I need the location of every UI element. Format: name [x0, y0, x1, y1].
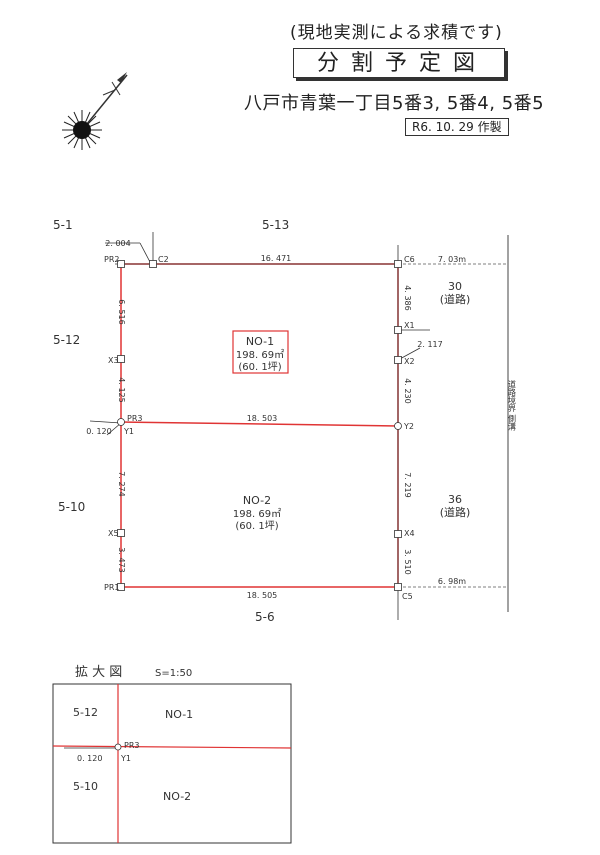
- enlarged-upper-right: NO-1: [165, 708, 193, 721]
- north-arrow-icon: [62, 72, 128, 150]
- enlarged-title: 拡 大 図: [75, 665, 122, 680]
- header-subtitle: (現地実測による求積です): [290, 23, 503, 43]
- enlarged-pr3-marker: [114, 743, 122, 751]
- dim-left-mid: 4. 125: [117, 377, 126, 402]
- enlarged-y1: Y1: [120, 754, 131, 763]
- lot-no1-box: [232, 330, 289, 374]
- lot-no1-tsubo: (60. 1坪): [238, 360, 281, 373]
- point-c2: C2: [158, 255, 169, 264]
- point-x3: X3: [108, 356, 119, 365]
- c6-marker: [394, 260, 402, 268]
- c2-marker: [149, 260, 157, 268]
- pr3-leader-line: [89, 420, 122, 424]
- enlarged-lower-right: NO-2: [163, 790, 191, 803]
- lot-no1-name: NO-1: [246, 335, 274, 348]
- drawing-title: 分割予定図: [293, 48, 505, 78]
- dim-road-bottom: 6. 98m: [438, 577, 466, 586]
- neighbor-west-upper: 5-12: [53, 333, 80, 347]
- neighbor-east-lower-type: (道路): [440, 505, 471, 519]
- x5-marker: [117, 529, 125, 537]
- point-x2: X2: [404, 357, 415, 366]
- enlarged-scale: S=1:50: [155, 668, 192, 679]
- dim-middle: 18. 503: [247, 414, 278, 423]
- date-label: R6. 10. 29 作製: [405, 118, 509, 136]
- dim-right-mid: 4. 230: [403, 378, 412, 403]
- neighbor-north: 5-13: [262, 218, 289, 232]
- dim-right-lower: 7. 219: [403, 472, 412, 497]
- enlarged-view: 拡 大 図 S=1:50 5-12 NO-1 5-10 NO-2 PR3 Y1 …: [52, 665, 292, 844]
- point-c6: C6: [404, 255, 415, 264]
- dim-0120: 0. 120: [86, 427, 111, 436]
- road-note: 道路境界 側溝: [508, 379, 517, 432]
- neighbor-nw: 5-1: [53, 218, 73, 232]
- enlarged-pr3: PR3: [124, 741, 139, 750]
- enlarged-frame: [52, 683, 292, 844]
- point-pr1: PR1: [104, 583, 119, 592]
- point-pr3: PR3: [127, 414, 142, 423]
- x3-marker: [117, 355, 125, 363]
- point-x1: X1: [404, 321, 415, 330]
- dim-bottom: 18. 505: [247, 591, 278, 600]
- lot-boundaries: [120, 263, 399, 588]
- neighbor-east-upper-type: (道路): [440, 292, 471, 306]
- x2-marker: [394, 356, 402, 364]
- dim-top: 16. 471: [261, 254, 292, 263]
- point-x4: X4: [404, 529, 415, 538]
- dim-right-top: 4. 386: [403, 285, 412, 310]
- x4-marker: [394, 530, 402, 538]
- lot-no2-area: 198. 69㎡: [233, 508, 281, 520]
- neighbor-south: 5-6: [255, 610, 275, 624]
- y2-marker: [394, 422, 402, 430]
- point-y1: Y1: [123, 427, 134, 436]
- neighbor-west-lower: 5-10: [58, 500, 85, 514]
- enlarged-boundary-h: [52, 745, 292, 749]
- c5-marker: [394, 583, 402, 591]
- dim-right-bottom: 3. 510: [403, 549, 412, 574]
- lot-no1-area: 198. 69㎡: [236, 349, 284, 361]
- dim-left-bottom: 3. 473: [117, 547, 126, 572]
- enlarged-d0120: 0. 120: [77, 754, 102, 763]
- dim-2004: 2. 004: [105, 239, 130, 248]
- d2004-leader-diag: [139, 242, 151, 263]
- enlarged-lower-left: 5-10: [73, 780, 98, 793]
- pr1-marker: [117, 583, 125, 591]
- dim-left-upper: 6. 516: [117, 299, 126, 324]
- enlarged-upper-left: 5-12: [73, 706, 98, 719]
- lot-no2-tsubo: (60. 1坪): [235, 519, 278, 532]
- address-text: 八戸市青葉一丁目5番3, 5番4, 5番5: [244, 93, 545, 114]
- dim-road-top: 7. 03m: [438, 255, 466, 264]
- dim-2117: 2. 117: [417, 340, 442, 349]
- point-x5: X5: [108, 529, 119, 538]
- x1-marker: [394, 326, 402, 334]
- boundary-middle: [120, 421, 399, 427]
- point-y2: Y2: [403, 422, 414, 431]
- pr2-marker: [117, 260, 125, 268]
- neighbor-east-upper-num: 30: [448, 280, 462, 293]
- point-c5: C5: [402, 592, 413, 601]
- neighbor-east-lower-num: 36: [448, 493, 462, 506]
- point-pr2: PR2: [104, 255, 119, 264]
- dim-left-lower: 7. 274: [117, 471, 126, 496]
- lot-no2-name: NO-2: [243, 494, 271, 507]
- pr3-marker: [117, 418, 125, 426]
